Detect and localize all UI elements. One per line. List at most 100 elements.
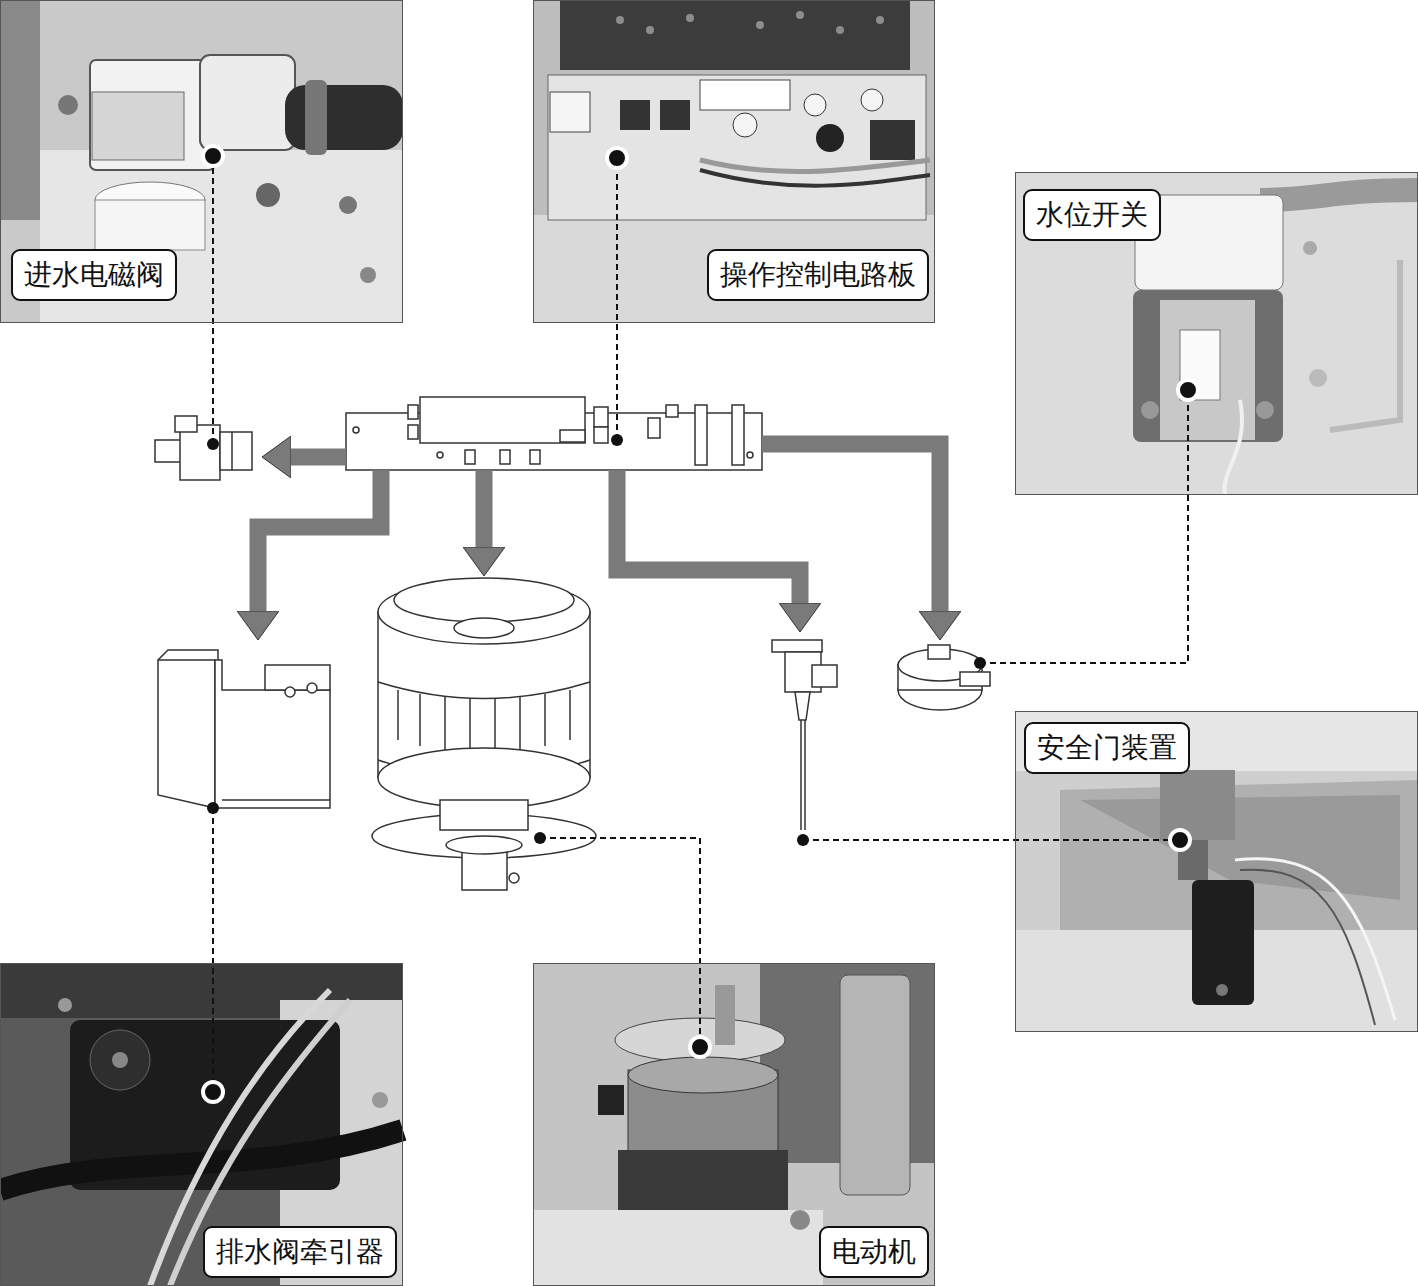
motor-drawing (569, 690, 571, 740)
motor-photo (715, 985, 735, 1045)
circuit-board-drawing (594, 427, 608, 443)
safety-door-photo (1192, 880, 1254, 1005)
board-photo (686, 14, 694, 22)
signal-arrow (476, 470, 493, 548)
level-switch-photo (1133, 290, 1283, 442)
leader-line (212, 808, 214, 1080)
photo-panel: 安全门装置 (1015, 711, 1418, 1032)
level-switch-photo (1256, 401, 1274, 419)
motor-photo (533, 963, 935, 1286)
board-photo (533, 0, 935, 323)
drain-tractor-drawing (307, 683, 317, 693)
leader-line (616, 170, 618, 440)
photo-marker (1178, 380, 1198, 400)
safety-switch-drawing (795, 692, 810, 720)
signal-arrow (290, 449, 346, 466)
valve-photo (339, 196, 357, 214)
board-photo (861, 89, 883, 111)
drain-tractor-drawing (158, 650, 218, 660)
motor-drawing (378, 682, 590, 699)
signal-arrow (762, 444, 940, 612)
motor-photo (840, 975, 910, 1195)
circuit-board-drawing (530, 450, 540, 464)
signal-arrow (617, 470, 800, 604)
part-label: 排水阀牵引器 (203, 1226, 397, 1278)
drain-tractor-photo (372, 1092, 388, 1108)
leader-dot (534, 832, 546, 844)
photo-panel: 进水电磁阀 (0, 0, 403, 323)
level-switch-drawing (928, 645, 950, 659)
photo-marker (690, 1037, 710, 1057)
board-photo (700, 170, 930, 186)
motor-photo (615, 1018, 785, 1062)
inlet-valve-drawing (231, 432, 233, 470)
drain-tractor-drawing (265, 665, 330, 690)
motor-drawing (378, 748, 590, 808)
safety-door-photo (1240, 870, 1375, 1025)
board-photo (550, 92, 590, 132)
valve-photo (0, 0, 40, 220)
motor-drawing (397, 690, 399, 740)
board-photo (733, 113, 757, 137)
circuit-board-drawing (695, 405, 707, 465)
drain-tractor-photo (0, 963, 403, 1286)
safety-switch-drawing (800, 720, 802, 830)
safety-switch-drawing (772, 640, 822, 652)
photo-panel: 操作控制电路板 (533, 0, 935, 323)
safety-door-photo (1160, 770, 1235, 840)
photo-marker (1170, 830, 1190, 850)
leader-line (803, 839, 1168, 841)
board-photo (548, 75, 926, 220)
circuit-board-drawing (437, 452, 443, 458)
motor-drawing (509, 873, 519, 883)
safety-door-photo (1216, 984, 1228, 996)
motor-drawing (454, 618, 514, 638)
board-photo (876, 16, 884, 24)
leader-line (212, 168, 214, 444)
motor-photo (790, 1210, 810, 1230)
circuit-board-drawing (500, 450, 510, 464)
safety-switch-drawing (804, 720, 806, 830)
valve-photo (360, 267, 376, 283)
photo-panel: 排水阀牵引器 (0, 963, 403, 1286)
part-label: 进水电磁阀 (11, 249, 177, 301)
safety-door-photo (1235, 859, 1395, 1020)
board-photo (616, 11, 884, 34)
board-photo (816, 124, 844, 152)
circuit-board-drawing (732, 405, 744, 465)
leader-line (980, 402, 1188, 663)
leader-line (213, 168, 1188, 1080)
part-label: 水位开关 (1023, 189, 1161, 241)
motor-photo (533, 1210, 823, 1286)
board-photo (620, 100, 650, 130)
safety-door-photo (1015, 711, 1418, 1032)
circuit-board-drawing (420, 397, 585, 443)
motor-photo (618, 1150, 788, 1210)
inlet-valve-drawing (175, 416, 197, 432)
drain-tractor-photo (90, 1030, 150, 1090)
circuit-board-drawing (465, 450, 475, 464)
board-photo (870, 120, 915, 160)
drain-tractor-drawing (158, 650, 330, 808)
drain-tractor-photo (0, 1130, 403, 1190)
level-switch-photo (1015, 172, 1418, 495)
board-photo (616, 16, 624, 24)
circuit-board-drawing (408, 425, 418, 439)
leader-dot (207, 434, 986, 846)
motor-drawing (394, 578, 574, 622)
valve-photo (256, 183, 280, 207)
motor-photo (598, 1085, 624, 1115)
signal-arrow (258, 470, 381, 612)
board-photo (533, 0, 935, 323)
valve-photo (90, 60, 215, 170)
photo-marker (203, 146, 1198, 1102)
drain-tractor-drawing (158, 660, 215, 808)
drain-tractor-drawing (222, 799, 330, 801)
level-switch-photo (1309, 369, 1327, 387)
board-photo (756, 21, 764, 29)
level-switch-photo (1303, 241, 1317, 255)
